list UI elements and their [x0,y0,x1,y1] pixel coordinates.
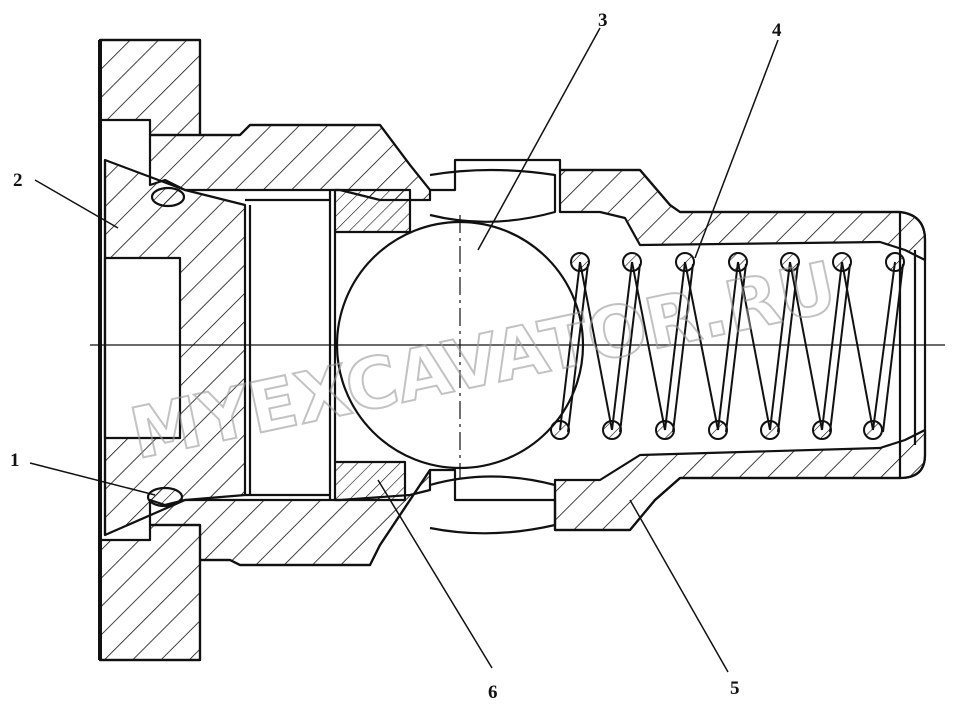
upper-port [429,168,557,223]
o-ring-upper [150,186,186,208]
o-ring-part-1 [146,486,184,508]
callout-4: 4 [772,20,782,41]
seat-ring-part-6-lower [333,460,407,502]
callout-1: 1 [10,450,20,471]
spring-housing-upper [558,168,927,262]
callout-5: 5 [730,678,740,699]
seat-ring-part-6 [333,188,412,234]
housing-lower-wall [148,468,432,567]
callout-6: 6 [488,682,498,703]
lower-port [429,475,557,535]
callout-2: 2 [13,170,23,191]
spring-part-4 [550,252,905,440]
leader-lines [29,27,779,673]
plug-bore [103,256,182,440]
housing-upper-wall [148,123,432,202]
callout-3: 3 [598,10,608,31]
spring-housing-lower [553,428,927,532]
flange-face [98,38,202,137]
